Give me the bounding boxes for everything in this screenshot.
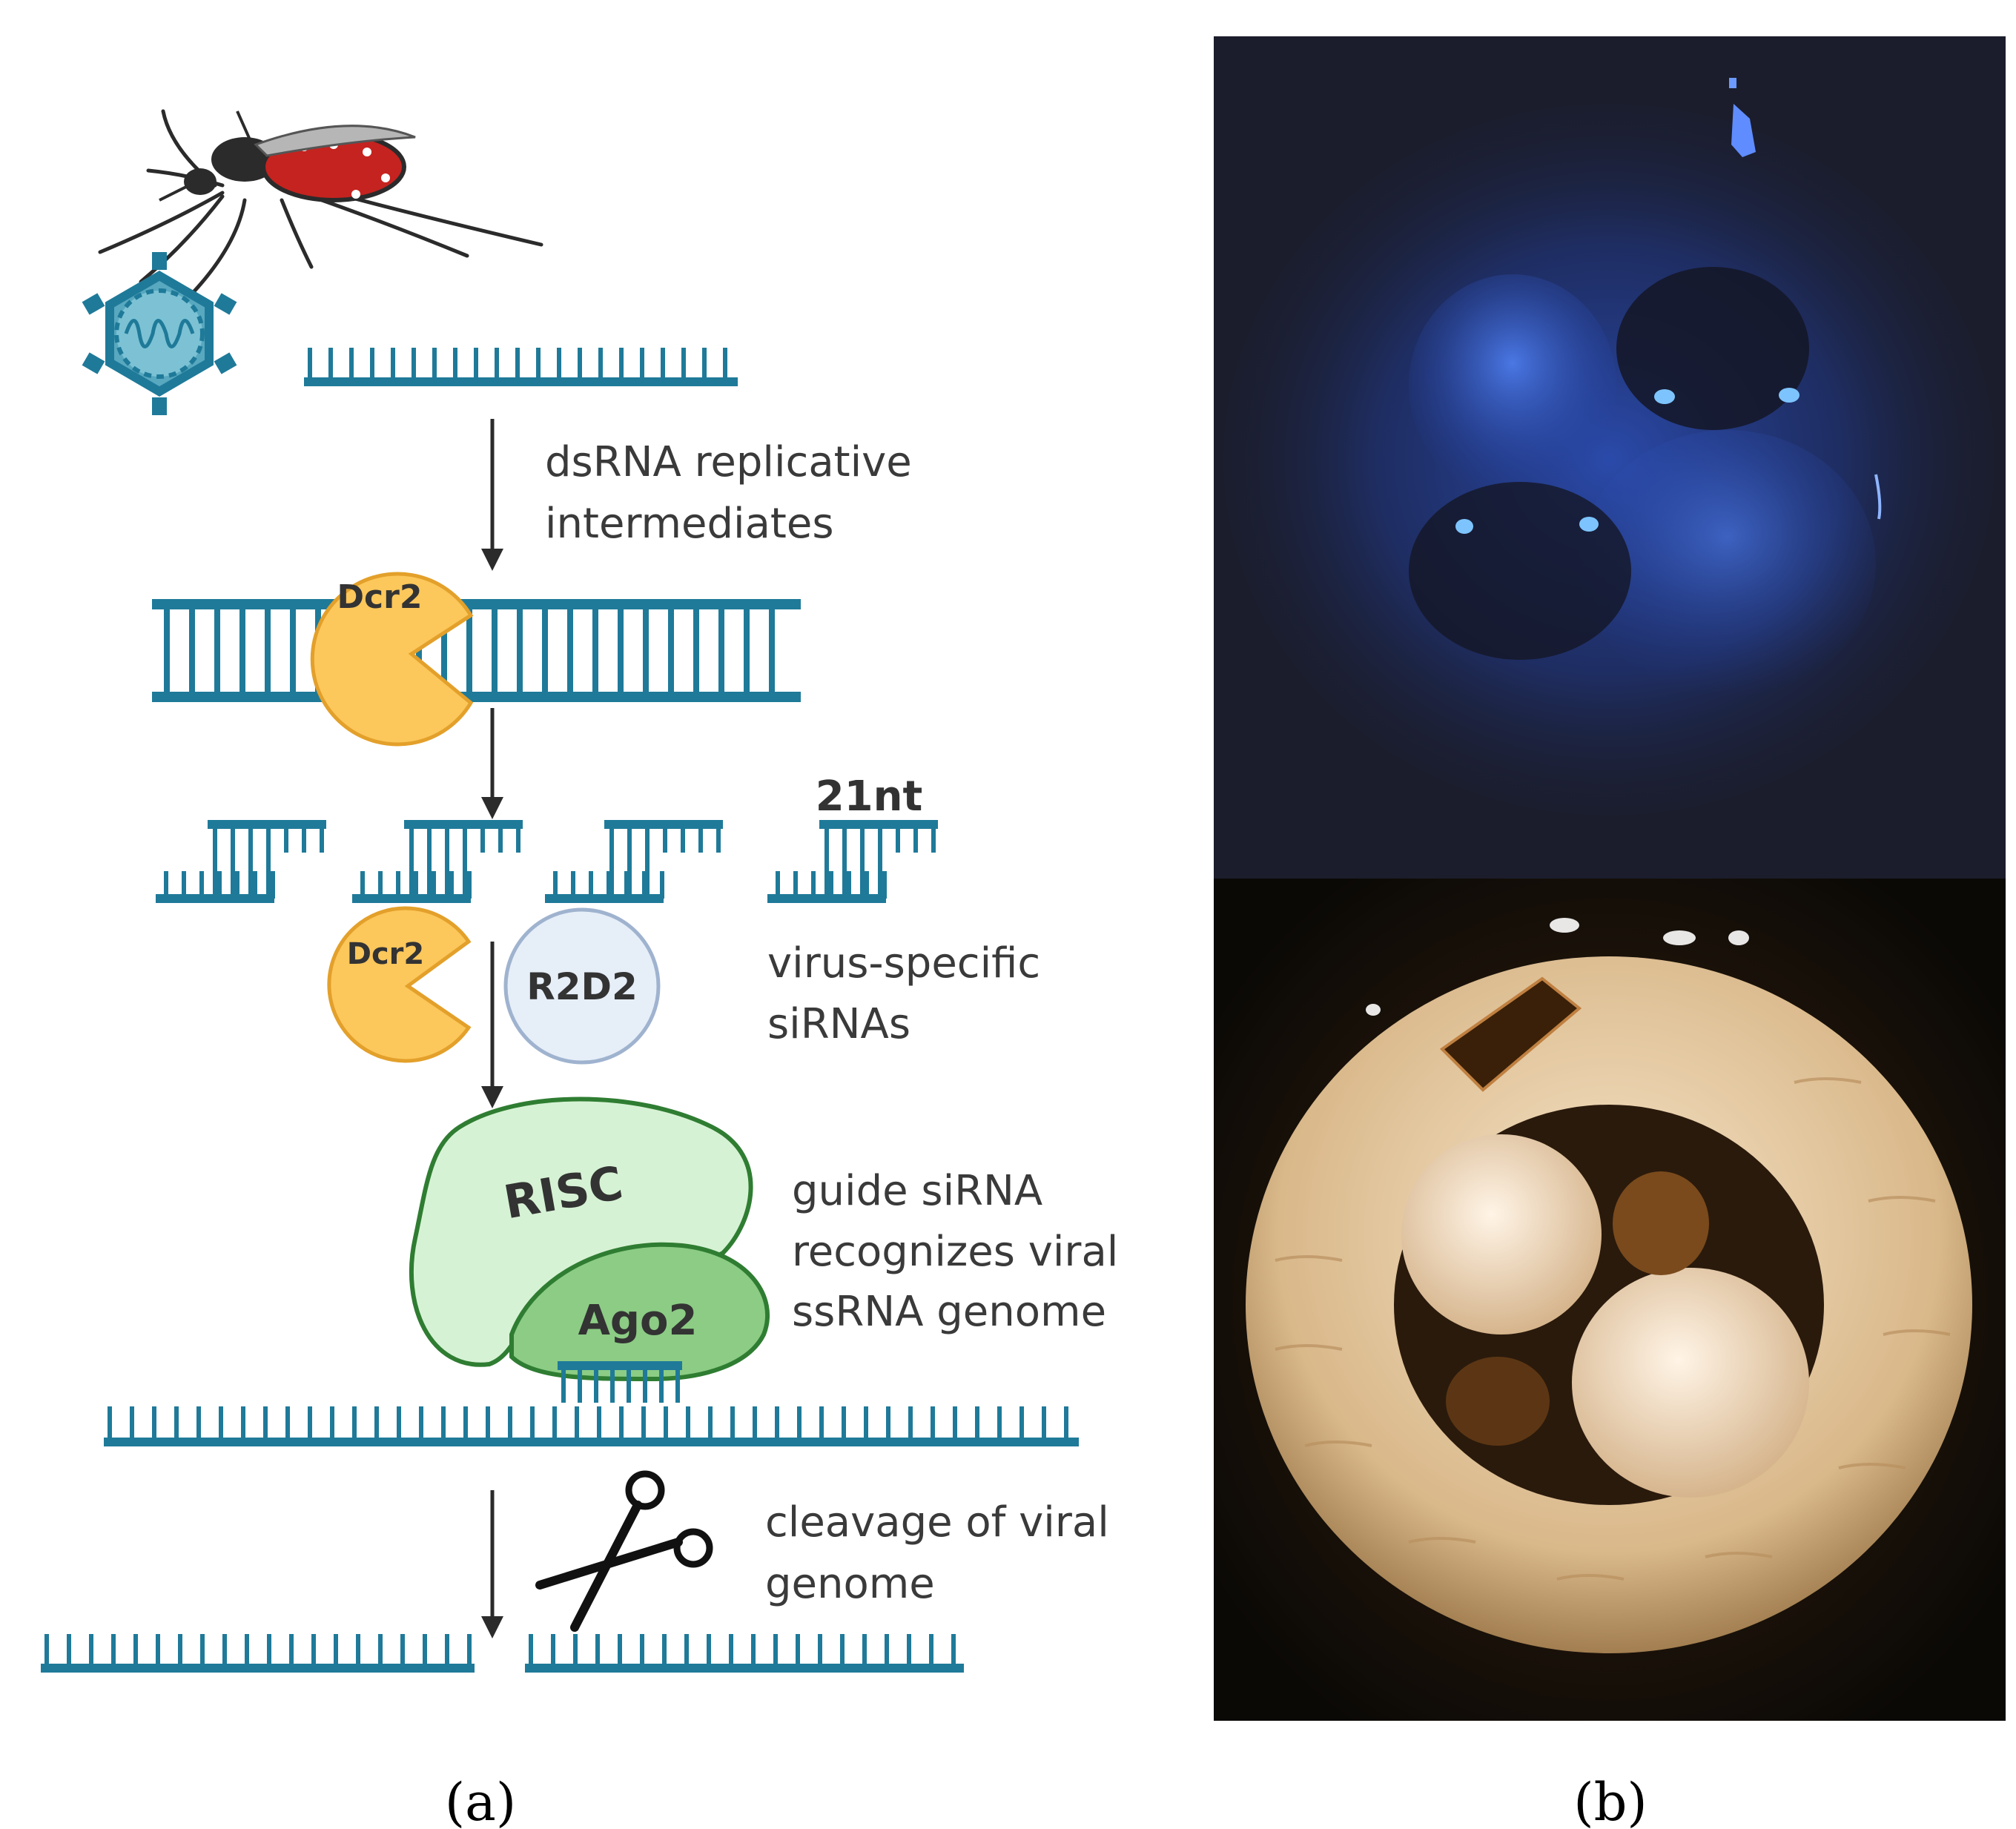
r2d2-protein — [503, 907, 661, 1065]
cleaved-genome-fragments — [41, 1634, 964, 1673]
mosquito-icon — [98, 109, 543, 295]
label-guide-line3: ssRNA genome — [792, 1288, 1106, 1336]
label-dsrna-line2: intermediates — [545, 500, 834, 548]
label-cleavage-line2: genome — [765, 1560, 935, 1608]
guide-sirna-strand — [558, 1361, 682, 1403]
ago2-protein — [509, 1242, 770, 1382]
label-sirnas-line2: siRNAs — [767, 1000, 910, 1048]
label-dsrna-line1: dsRNA replicative — [545, 438, 912, 486]
virus-icon — [82, 252, 237, 415]
r2d2-label: R2D2 — [526, 965, 638, 1008]
label-cleavage-line1: cleavage of viral — [765, 1498, 1109, 1547]
label-guide-line2: recognizes viral — [792, 1228, 1118, 1276]
dicer-pacman-icon — [327, 906, 472, 1063]
dcr2-bottom-label: Dcr2 — [347, 937, 424, 971]
dsrna-duplex — [152, 599, 801, 702]
dcr2-top-label: Dcr2 — [337, 578, 423, 616]
brightfield-image — [1214, 879, 2006, 1721]
panel-a: dsRNA replicative intermediates Dcr2 21n… — [41, 109, 1118, 1829]
fluorescence-image — [1214, 36, 2006, 879]
label-21nt: 21nt — [816, 773, 923, 821]
dicer-pacman-icon — [310, 572, 474, 747]
viral-ssrna-strand — [304, 348, 738, 386]
caption-panel-a: (a) — [445, 1772, 516, 1829]
panel-b: (b) — [1214, 36, 2006, 1829]
scissors-icon — [535, 1470, 713, 1632]
viral-genome-strand — [104, 1406, 1079, 1446]
label-sirnas-line1: virus-specific — [767, 939, 1040, 988]
ago2-label: Ago2 — [578, 1297, 698, 1345]
sirna-fragments — [156, 820, 938, 903]
label-guide-line1: guide siRNA — [792, 1167, 1042, 1215]
caption-panel-b: (b) — [1573, 1772, 1647, 1829]
